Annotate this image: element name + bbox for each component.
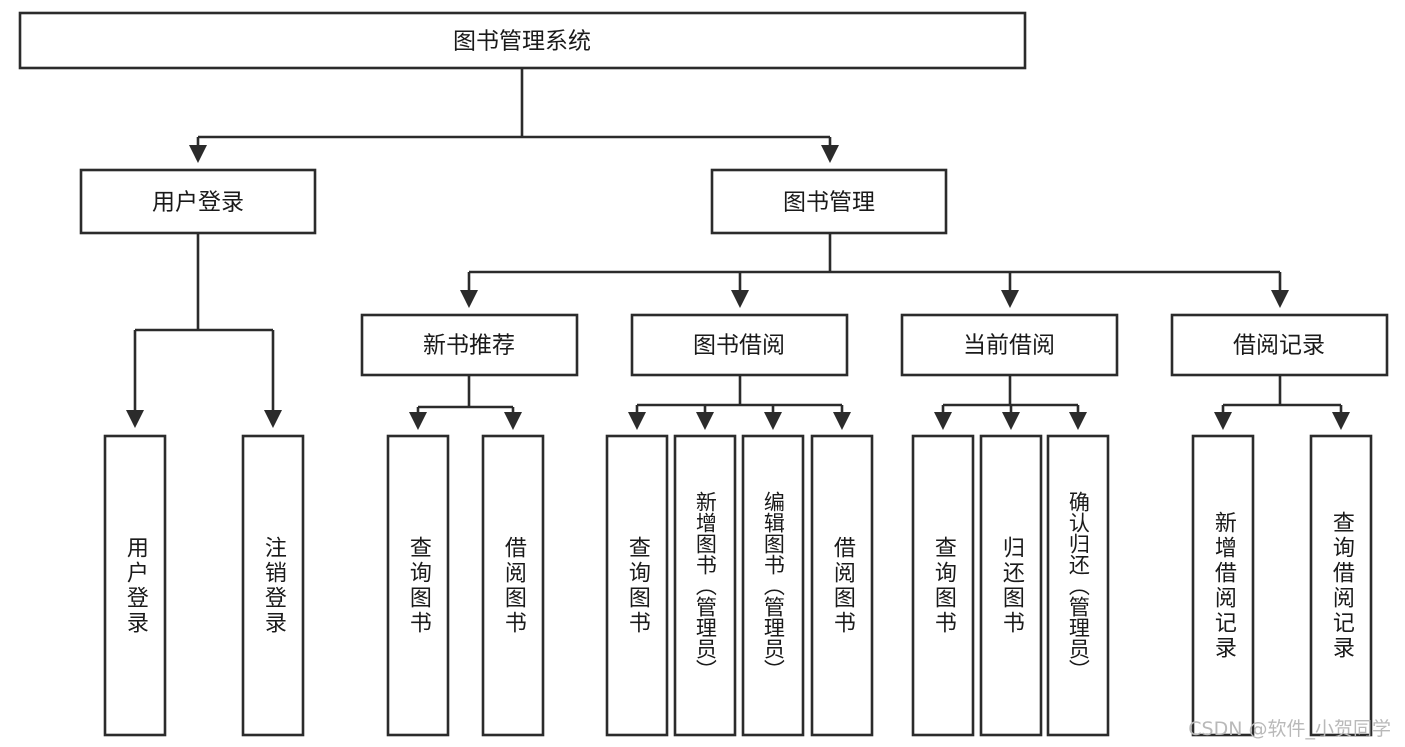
leaf-box[interactable] [1309,434,1373,737]
node-current-borrow-label: 当前借阅 [963,333,1055,359]
node-book-management-label: 图书管理 [783,190,875,216]
node-book-borrow[interactable]: 图书借阅 [630,313,849,377]
connector-bookmgmt-to-level2 [459,233,1290,309]
leaf-boxes-new-book [386,434,545,737]
node-borrow-record-label: 借阅记录 [1233,333,1325,359]
leaf-box[interactable] [605,434,669,737]
node-borrow-record[interactable]: 借阅记录 [1170,313,1389,377]
leaf-box[interactable] [386,434,450,737]
leaf-box[interactable] [673,434,737,737]
connector-newbook-to-leaves [408,375,523,431]
connector-userlogin-to-leaves [125,233,283,429]
leaf-box[interactable] [911,434,975,737]
leaf-boxes-book-borrow [605,434,874,737]
leaf-box[interactable] [1046,434,1110,737]
node-new-book-recommend-label: 新书推荐 [423,333,515,359]
node-new-book-recommend[interactable]: 新书推荐 [360,313,579,377]
leaf-box[interactable] [481,434,545,737]
leaf-box[interactable] [810,434,874,737]
leaf-box[interactable] [103,434,167,737]
node-root-label: 图书管理系统 [453,29,591,55]
connector-borrowrecord-to-leaves [1213,375,1351,431]
node-book-borrow-label: 图书借阅 [693,333,785,359]
leaf-box[interactable] [741,434,805,737]
leaf-boxes-borrow-record [1191,434,1373,737]
node-book-management[interactable]: 图书管理 [710,168,948,235]
leaf-box[interactable] [979,434,1043,737]
leaf-boxes-user-login [103,434,305,737]
connector-currentborrow-to-leaves [933,375,1088,431]
node-user-login[interactable]: 用户登录 [79,168,317,235]
node-root[interactable]: 图书管理系统 [18,11,1027,70]
connector-bookborrow-to-leaves [627,375,852,431]
connector-root-to-level1 [188,68,840,164]
leaf-box[interactable] [241,434,305,737]
node-current-borrow[interactable]: 当前借阅 [900,313,1119,377]
leaf-box[interactable] [1191,434,1255,737]
leaf-boxes-current-borrow [911,434,1110,737]
node-user-login-label: 用户登录 [152,190,244,216]
